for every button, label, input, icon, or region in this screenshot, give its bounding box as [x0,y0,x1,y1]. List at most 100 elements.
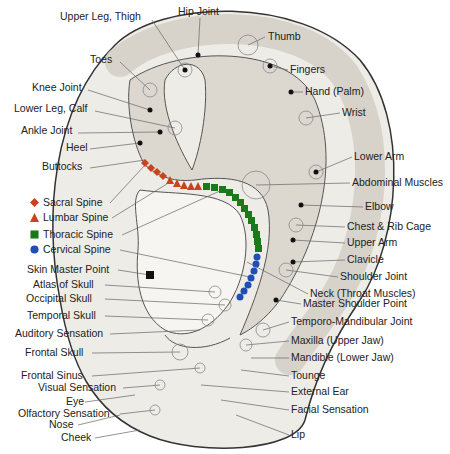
concha [135,190,246,334]
part-label: Occipital Skull [26,292,92,305]
part-label: Frontal Sinus [21,369,83,382]
leader-line [110,165,145,203]
part-label: Cheek [61,431,91,444]
leader-line [122,190,222,235]
point-dot [268,64,273,69]
point-dot [299,203,304,208]
thoracic-marker [241,205,248,212]
point-ring [143,83,157,97]
part-label: Hand (Palm) [305,85,364,98]
thoracic-marker [219,186,226,193]
point-ring [168,121,182,135]
point-dot [314,170,319,175]
part-label: Skin Master Point [27,263,109,276]
legend-swatch-shape [30,213,39,222]
part-label: Tounge [291,369,325,382]
part-label: Eye [66,395,84,408]
leader-line [120,62,150,90]
point-dot [291,260,296,265]
sacral-marker [147,164,155,172]
part-label: Buttocks [42,160,82,173]
legend-swatch [30,230,39,239]
point-ring [289,218,303,232]
leader-line [120,250,250,277]
leader-line [92,368,200,376]
point-ring [209,286,221,298]
leader-line [236,415,289,435]
point-dots [138,53,319,303]
leader-line [316,157,352,172]
leader-line [301,205,363,207]
part-label: Visual Sensation [38,381,116,394]
point-ring [238,35,258,55]
cervical-marker [254,254,261,261]
part-label: Frontal Skull [25,346,83,359]
leader-line [241,370,289,376]
leader-line [90,143,140,149]
leader-line [118,270,150,275]
lumbar-marker [166,176,174,184]
part-label: Fingers [290,63,325,76]
legend-label: Lumbar Spine [43,211,108,224]
leader-line [293,240,345,243]
fossa [164,64,205,170]
thoracic-marker [253,231,260,238]
point-ring [202,314,214,326]
part-label: External Ear [291,385,349,398]
legend-swatch [30,213,39,222]
point-ring [242,171,270,199]
cervical-marker [253,261,260,268]
leader-line [85,395,135,402]
point-ring [219,299,231,311]
helix-band [120,29,370,360]
part-label: Lower Leg, Calf [14,102,88,115]
lumbar-marker [187,182,195,190]
legend-swatch-shape [30,230,38,238]
leader-lines [78,18,363,438]
sacral-marker [153,168,161,176]
point-ring [263,59,277,73]
legend-swatch-shape [30,198,39,207]
legend-label: Sacral Spine [43,196,103,209]
part-label: Heel [66,141,88,154]
leader-line [110,330,200,334]
point-ring [279,263,293,277]
thoracic-marker [251,224,258,231]
part-label: Elbow [365,200,394,213]
skin-master-point [146,271,154,279]
legend-swatch [30,245,39,254]
part-label: Maxilla (Upper Jaw) [291,334,384,347]
part-label: Toes [90,53,112,66]
part-label: Knee Joint [32,81,82,94]
cervical-markers [237,254,261,301]
thoracic-marker [255,245,262,252]
lumbar-marker [180,181,188,189]
leader-line [293,260,345,262]
part-label: Nose [49,418,74,431]
part-label: Temporal Skull [27,309,96,322]
point-dot [289,90,294,95]
sacral-markers [141,159,167,180]
thoracic-marker [211,184,218,191]
part-label: Shoulder Joint [340,270,407,283]
point-ring [299,111,313,125]
leader-line [201,385,289,392]
lumbar-marker [173,179,181,187]
point-ring [256,323,270,337]
part-label: Clavicle [347,253,384,266]
legend-label: Thoracic Spine [43,228,113,241]
leader-line [246,341,289,345]
point-ring [150,405,160,415]
part-label: Lower Arm [354,150,404,163]
part-label: Hip Joint [178,5,219,18]
leader-line [221,400,289,410]
leader-line [90,160,145,168]
leader-line [95,111,175,128]
leader-line [78,132,160,133]
leader-line [152,20,185,70]
point-ring [240,339,252,351]
part-label: Auditory Sensation [15,327,103,340]
thoracic-markers [203,183,262,252]
leader-line [263,322,289,330]
